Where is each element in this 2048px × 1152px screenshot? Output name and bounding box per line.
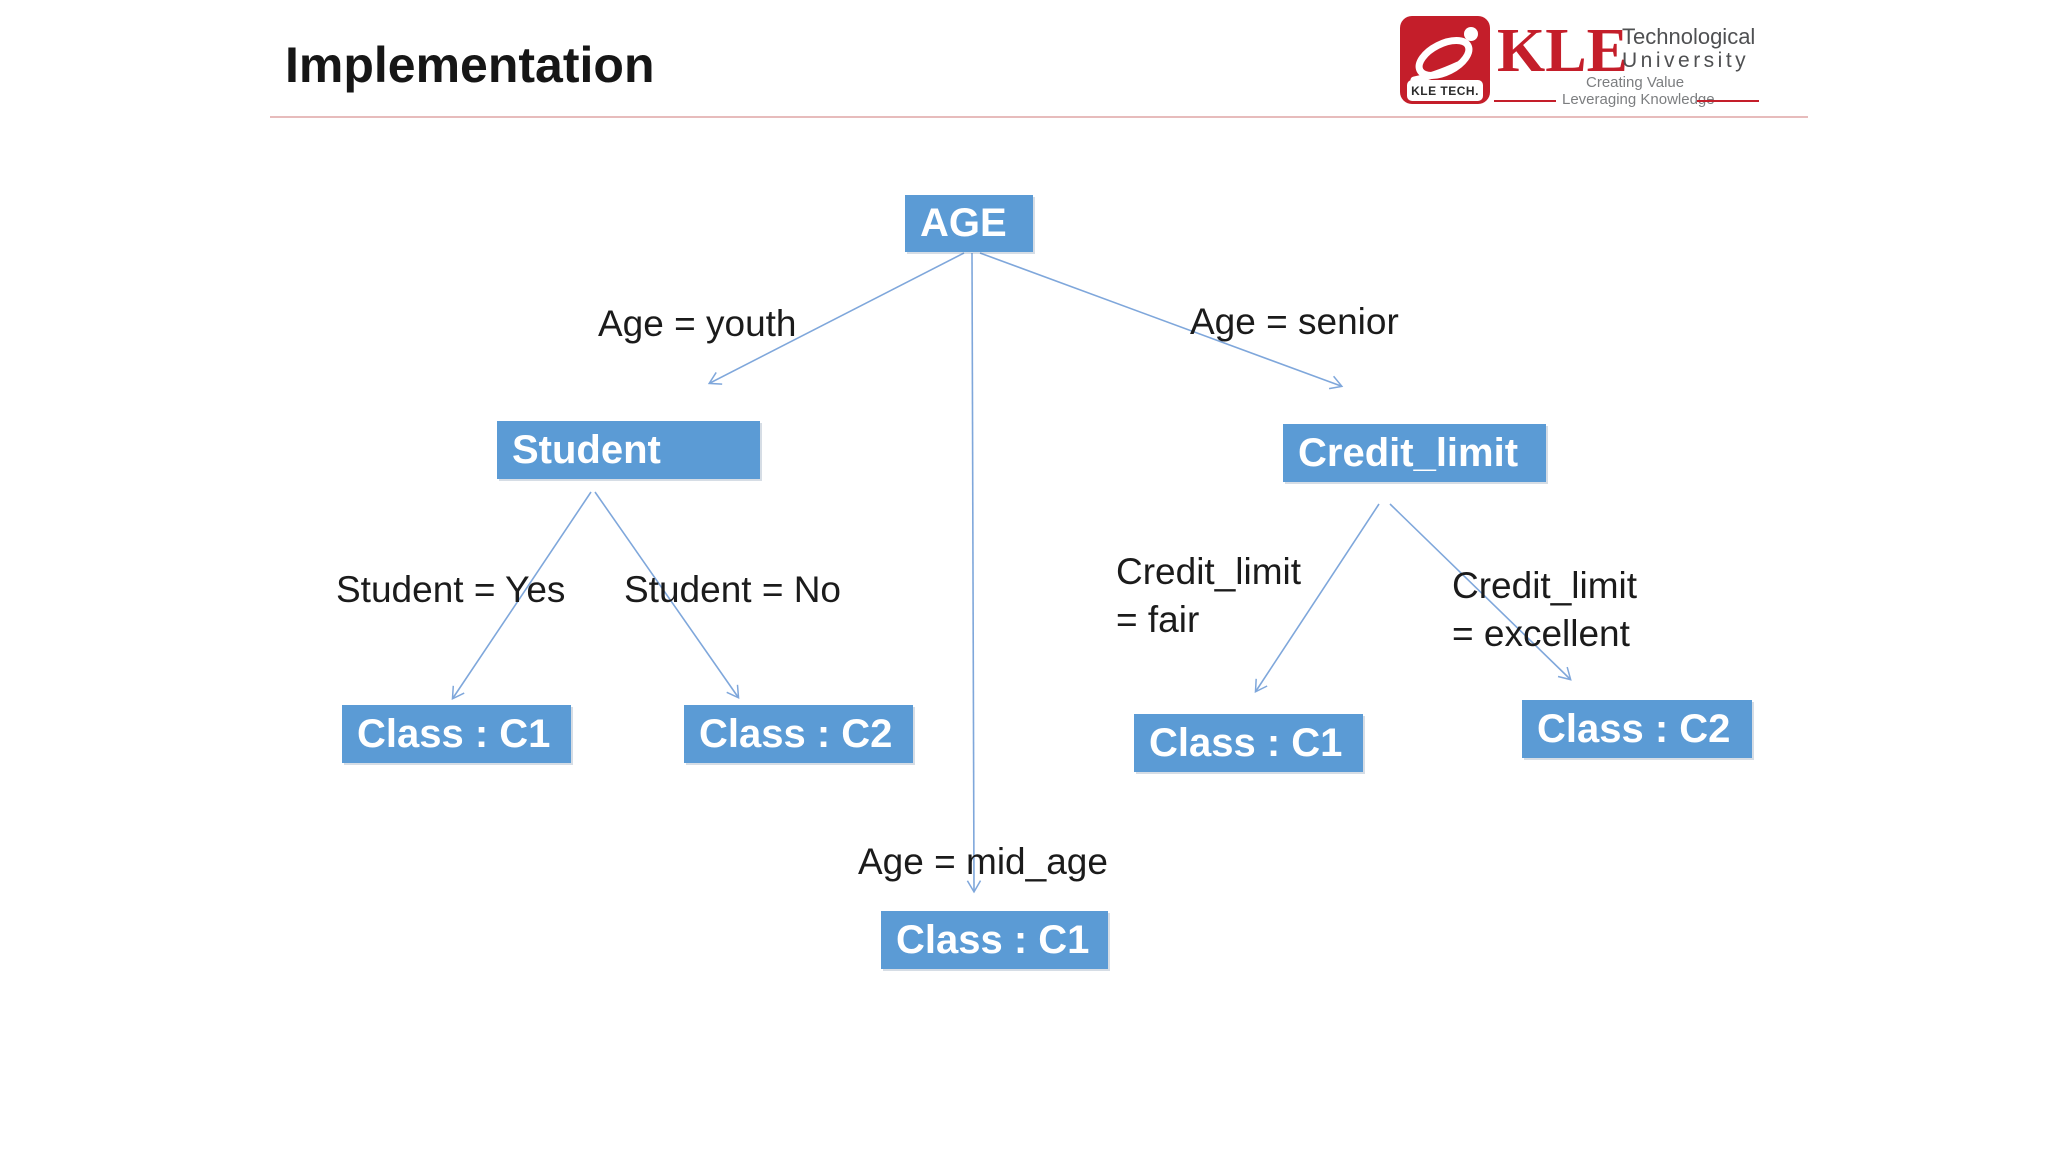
- tree-edge-age-senior: [979, 252, 1344, 390]
- label-age-mid-age: Age = mid_age: [858, 841, 1108, 882]
- tree-node-credit-limit: Credit_limit: [1283, 424, 1546, 482]
- tree-node-age: AGE: [905, 195, 1033, 252]
- label-student-no: Student = No: [624, 569, 842, 610]
- tree-edge-credit-excellent: [1389, 503, 1572, 681]
- label-age-senior: Age = senior: [1190, 301, 1399, 342]
- logo-tagline-line2: Leveraging Knowledge: [1562, 91, 1715, 108]
- kle-emblem-icon: [1410, 27, 1478, 84]
- tree-edge-student-yes: [451, 491, 592, 701]
- tree-edge-student-no: [594, 491, 740, 699]
- tree-edge-age-mid-age: [966, 252, 982, 894]
- kle-tech-label: KLE TECH.: [1407, 80, 1483, 101]
- tree-node-student: Student: [497, 421, 760, 479]
- kle-badge: KLE TECH.: [1400, 16, 1490, 104]
- logo-name-line1: Technological: [1622, 24, 1756, 49]
- label-student-yes: Student = Yes: [336, 569, 566, 610]
- logo-name-line2: University: [1622, 49, 1750, 72]
- tree-node-class-c1-bottom: Class : C1: [881, 911, 1108, 969]
- tree-node-class-c2-right: Class : C2: [1522, 700, 1752, 758]
- page-title: Implementation: [285, 37, 655, 93]
- label-credit-excellent: Credit_limit = excellent: [1452, 565, 1638, 654]
- logo-tagline-line1: Creating Value: [1586, 74, 1685, 91]
- university-logo: KLE TECH. KLE Technological University C…: [1398, 12, 1808, 122]
- tree-edge-credit-fair: [1254, 503, 1380, 694]
- tree-node-class-c1-right: Class : C1: [1134, 714, 1363, 772]
- tree-node-class-c1-left: Class : C1: [342, 705, 571, 763]
- header-divider: [270, 116, 1808, 118]
- tree-node-class-c2-left: Class : C2: [684, 705, 913, 763]
- kle-acronym: KLE: [1497, 17, 1628, 85]
- label-age-youth: Age = youth: [598, 303, 797, 344]
- tagline-rule-left: [1494, 100, 1556, 102]
- label-credit-fair: Credit_limit = fair: [1116, 551, 1302, 640]
- tree-edge-age-youth: [707, 252, 965, 385]
- tagline-rule-right: [1697, 100, 1759, 102]
